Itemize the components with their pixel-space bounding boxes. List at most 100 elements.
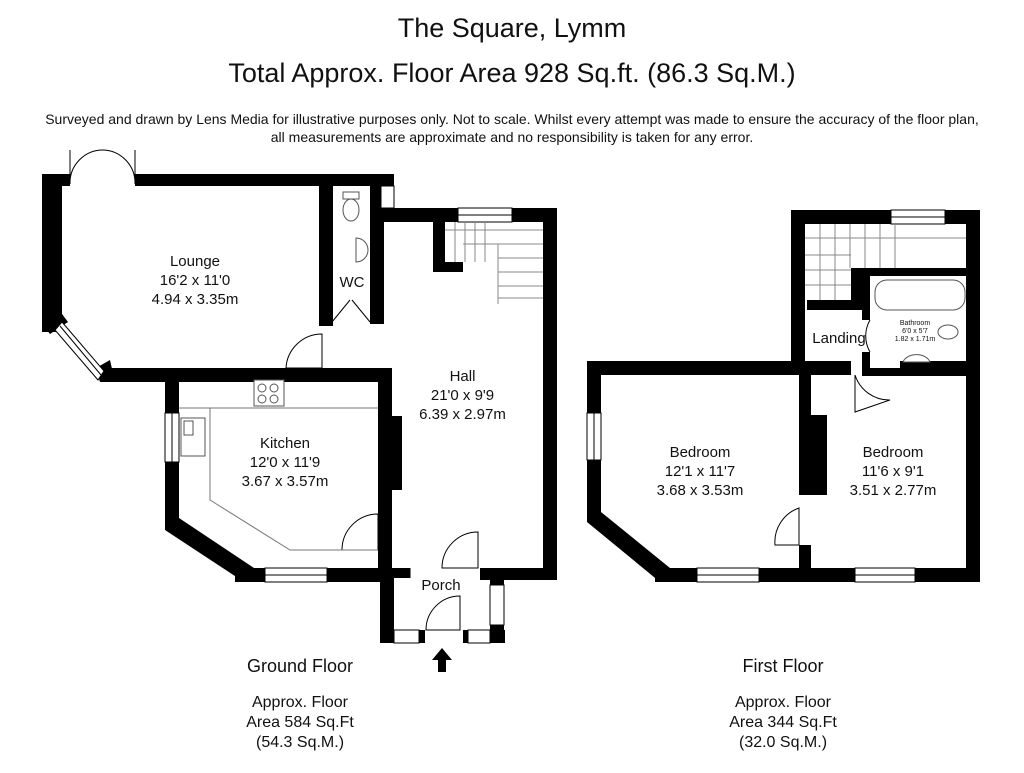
room-dimensions-metric: 3.68 x 3.53m	[656, 482, 744, 499]
wc-cistern-icon	[342, 191, 360, 200]
kitchen-west-wall-upper	[165, 368, 179, 413]
landing-south-wall	[811, 361, 851, 375]
room-dimensions-metric: 3.67 x 3.57m	[241, 473, 329, 490]
first-floor-openings	[586, 209, 946, 583]
room-dimensions-metric: 4.94 x 3.35m	[151, 291, 239, 308]
room-label-wc: WC	[334, 273, 370, 292]
wc-toilet-icon	[342, 198, 360, 222]
lounge-north-wall-right	[135, 174, 375, 186]
ground-floor-stairs	[445, 222, 543, 304]
ground-floor-area: Approx. Floor Area 584 Sq.Ft (54.3 Sq.M.…	[200, 693, 400, 753]
lounge-north-wall-left	[42, 174, 70, 186]
room-label-kitchen: Kitchen 12'0 x 11'9 3.67 x 3.57m	[230, 434, 340, 491]
entrance-arrow-icon	[432, 648, 452, 672]
bedroom1-west-wall-upper	[587, 361, 601, 413]
landing-west-wall	[791, 210, 805, 375]
lounge-bay-corner	[42, 314, 68, 334]
bathroom-north-wall	[863, 268, 973, 276]
bathroom-door-swing	[865, 319, 871, 353]
disclaimer: Surveyed and drawn by Lens Media for ill…	[0, 110, 1024, 146]
kitchen-angled-wall	[165, 518, 254, 582]
area-line-2: Area 344 Sq.Ft	[729, 714, 837, 731]
first-floor-fixtures	[874, 279, 966, 363]
room-label-landing: Landing	[806, 329, 872, 348]
room-name: Porch	[421, 577, 461, 594]
area-line-2: Area 584 Sq.Ft	[246, 714, 354, 731]
hall-east-wall	[543, 208, 557, 580]
room-dimensions-metric: 3.51 x 2.77m	[849, 482, 937, 499]
bedroom1-north-wall	[587, 361, 799, 375]
room-dimensions-metric: 6.39 x 2.97m	[419, 406, 506, 423]
lounge-french-door-right	[101, 149, 136, 185]
bathroom-toilet-icon	[937, 324, 959, 340]
kitchen-south-wall-left	[235, 568, 265, 582]
lounge-east-wall	[319, 174, 333, 326]
room-dimensions-metric: 1.82 x 1.71m	[894, 336, 936, 343]
hall-north-wall-left	[378, 208, 458, 222]
room-name: Hall	[449, 368, 476, 385]
porch-south-window-left	[393, 629, 420, 644]
kitchen-west-wall-lower	[165, 462, 179, 524]
wc-window	[380, 185, 395, 209]
room-dimensions-imperial: 12'0 x 11'9	[249, 454, 321, 471]
room-dimensions-imperial: 21'0 x 9'9	[430, 387, 495, 404]
ff-east-wall	[966, 210, 980, 582]
lounge-bay-window-line	[59, 325, 102, 376]
lounge-door-swing	[285, 333, 323, 369]
room-name: Kitchen	[259, 435, 311, 452]
lounge-west-wall	[42, 174, 62, 332]
bathroom-west-wall-lower	[862, 352, 870, 370]
room-dimensions-imperial: 12'1 x 11'7	[664, 463, 736, 480]
hob-ring-icon	[269, 394, 279, 404]
total-floor-area: Total Approx. Floor Area 928 Sq.ft. (86.…	[228, 58, 796, 88]
bathroom-west-wall-upper	[862, 268, 870, 320]
wc-basin-icon	[355, 237, 369, 263]
lounge-french-door-left	[69, 149, 104, 185]
first-floor-area: Approx. Floor Area 344 Sq.Ft (32.0 Sq.M.…	[683, 693, 883, 753]
disclaimer-line-1: Surveyed and drawn by Lens Media for ill…	[45, 111, 979, 127]
first-floor-caption: First Floor	[742, 656, 824, 676]
ground-floor-walls	[42, 174, 557, 643]
bedroom2-door-swing	[854, 374, 891, 413]
room-dimensions-imperial: 16'2 x 11'0	[159, 272, 231, 289]
ground-floor-openings	[54, 149, 513, 644]
ff-north-wall-left	[791, 210, 891, 224]
hob-ring-icon	[269, 383, 279, 393]
ground-floor-fixtures	[180, 191, 369, 457]
bedroom1-door-swing	[774, 507, 800, 546]
bedroom-partition-upper	[799, 361, 811, 471]
room-name: Bedroom	[862, 444, 924, 461]
bedroom1-south-wall-left	[655, 568, 697, 582]
bathroom-basin-icon	[902, 354, 931, 363]
hall-chimney-breast	[378, 416, 402, 490]
kitchen-south-wall-right	[327, 568, 392, 582]
wc-door-swing	[331, 299, 371, 323]
room-dimensions-imperial: 6'0 x 5'7	[902, 328, 928, 335]
ff-south-wall-right	[915, 568, 980, 582]
hob-ring-icon	[257, 383, 267, 393]
stair-wall-bottom	[433, 262, 463, 272]
bedroom2-north-wall	[900, 361, 980, 375]
kitchen-worktop-outline	[179, 407, 378, 551]
room-dimensions-imperial: 11'6 x 9'1	[861, 463, 925, 480]
room-label-bedroom-2: Bedroom 11'6 x 9'1 3.51 x 2.77m	[838, 443, 948, 500]
first-floor-walls	[587, 210, 980, 582]
area-line-1: Approx. Floor	[251, 694, 349, 711]
area-line-1: Approx. Floor	[734, 694, 832, 711]
wc-north-wall	[370, 174, 394, 186]
room-label-porch: Porch	[412, 576, 470, 595]
kitchen-door-swing	[341, 513, 379, 551]
room-label-lounge: Lounge 16'2 x 11'0 4.94 x 3.35m	[140, 252, 250, 309]
room-label-bathroom: Bathroom 6'0 x 5'7 1.82 x 1.71m	[893, 320, 937, 344]
hall-west-wall-upper	[378, 368, 392, 416]
room-name: Lounge	[169, 253, 221, 270]
room-name: Bedroom	[669, 444, 731, 461]
first-floor-stairs	[805, 224, 966, 300]
porch-south-window-right	[467, 629, 491, 644]
bedroom1-west-wall-lower	[587, 460, 601, 520]
room-label-hall: Hall 21'0 x 9'9 6.39 x 2.97m	[405, 367, 520, 424]
room-label-bedroom-1: Bedroom 12'1 x 11'7 3.68 x 3.53m	[645, 443, 755, 500]
porch-west-wall	[380, 568, 394, 643]
porch-east-window	[489, 584, 505, 626]
